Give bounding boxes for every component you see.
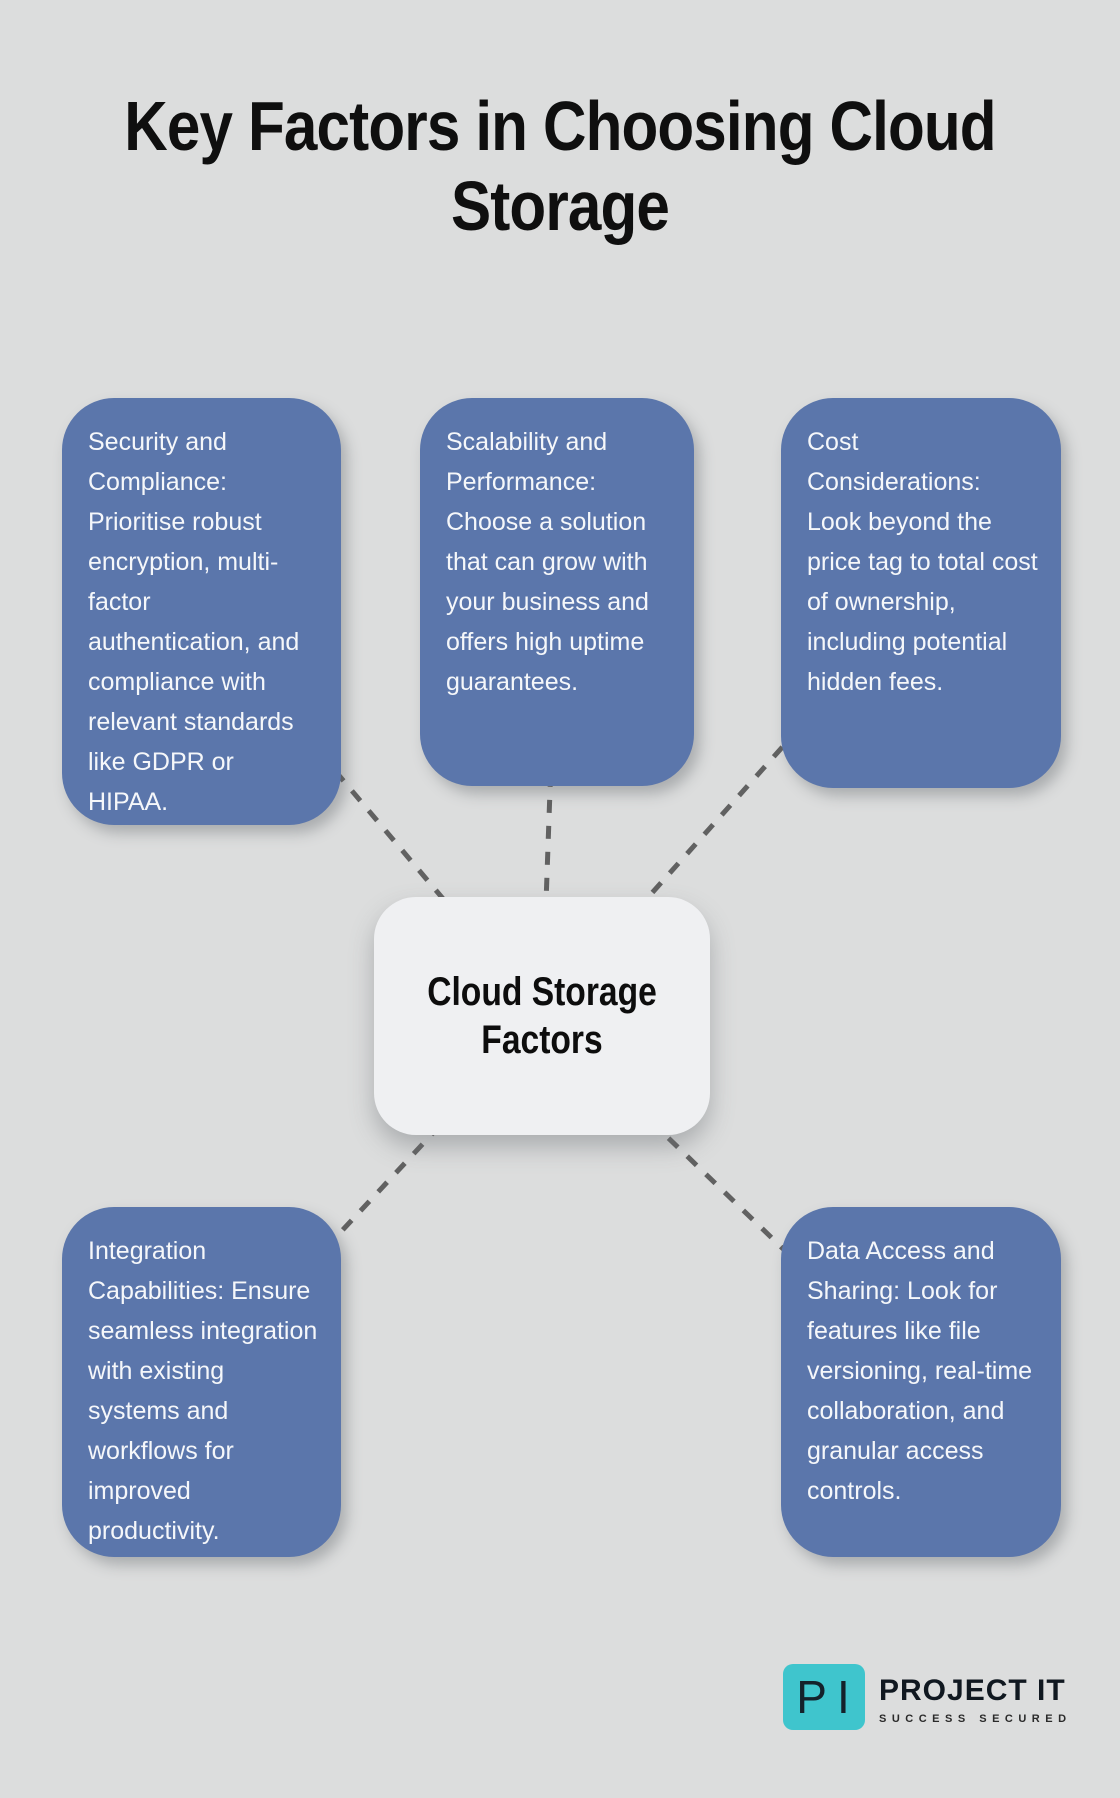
factor-card-cost: Cost Considerations: Look beyond the pri…: [781, 398, 1061, 788]
logo-mark-icon: PI: [783, 1664, 865, 1730]
factor-text-cost: Cost Considerations: Look beyond the pri…: [807, 428, 1038, 696]
hub-card: Cloud Storage Factors: [374, 897, 710, 1135]
logo: PI PROJECT IT SUCCESS SECURED: [783, 1664, 1072, 1730]
hub-label: Cloud Storage Factors: [427, 970, 657, 1062]
factor-card-data-access: Data Access and Sharing: Look for featur…: [781, 1207, 1061, 1557]
page-title-line2: Storage: [450, 167, 670, 245]
factor-text-scalability: Scalability and Performance: Choose a so…: [446, 428, 649, 696]
factor-card-integration: Integration Capabilities: Ensure seamles…: [62, 1207, 341, 1557]
factor-text-data-access: Data Access and Sharing: Look for featur…: [807, 1237, 1033, 1505]
connector-scalability-line: [539, 591, 560, 1017]
factor-card-scalability: Scalability and Performance: Choose a so…: [420, 398, 694, 786]
factor-text-integration: Integration Capabilities: Ensure seamles…: [88, 1237, 318, 1545]
logo-monogram: PI: [796, 1671, 860, 1723]
factor-text-security: Security and Compliance: Prioritise robu…: [88, 428, 300, 816]
logo-tagline: SUCCESS SECURED: [879, 1713, 1072, 1725]
page-title-line1: Key Factors in Choosing Cloud: [124, 87, 996, 165]
logo-text-block: PROJECT IT SUCCESS SECURED: [879, 1664, 1072, 1726]
page-title: Key Factors in Choosing Cloud Storage: [78, 86, 1041, 246]
factor-card-security: Security and Compliance: Prioritise robu…: [62, 398, 341, 825]
logo-name: PROJECT IT: [879, 1674, 1066, 1707]
